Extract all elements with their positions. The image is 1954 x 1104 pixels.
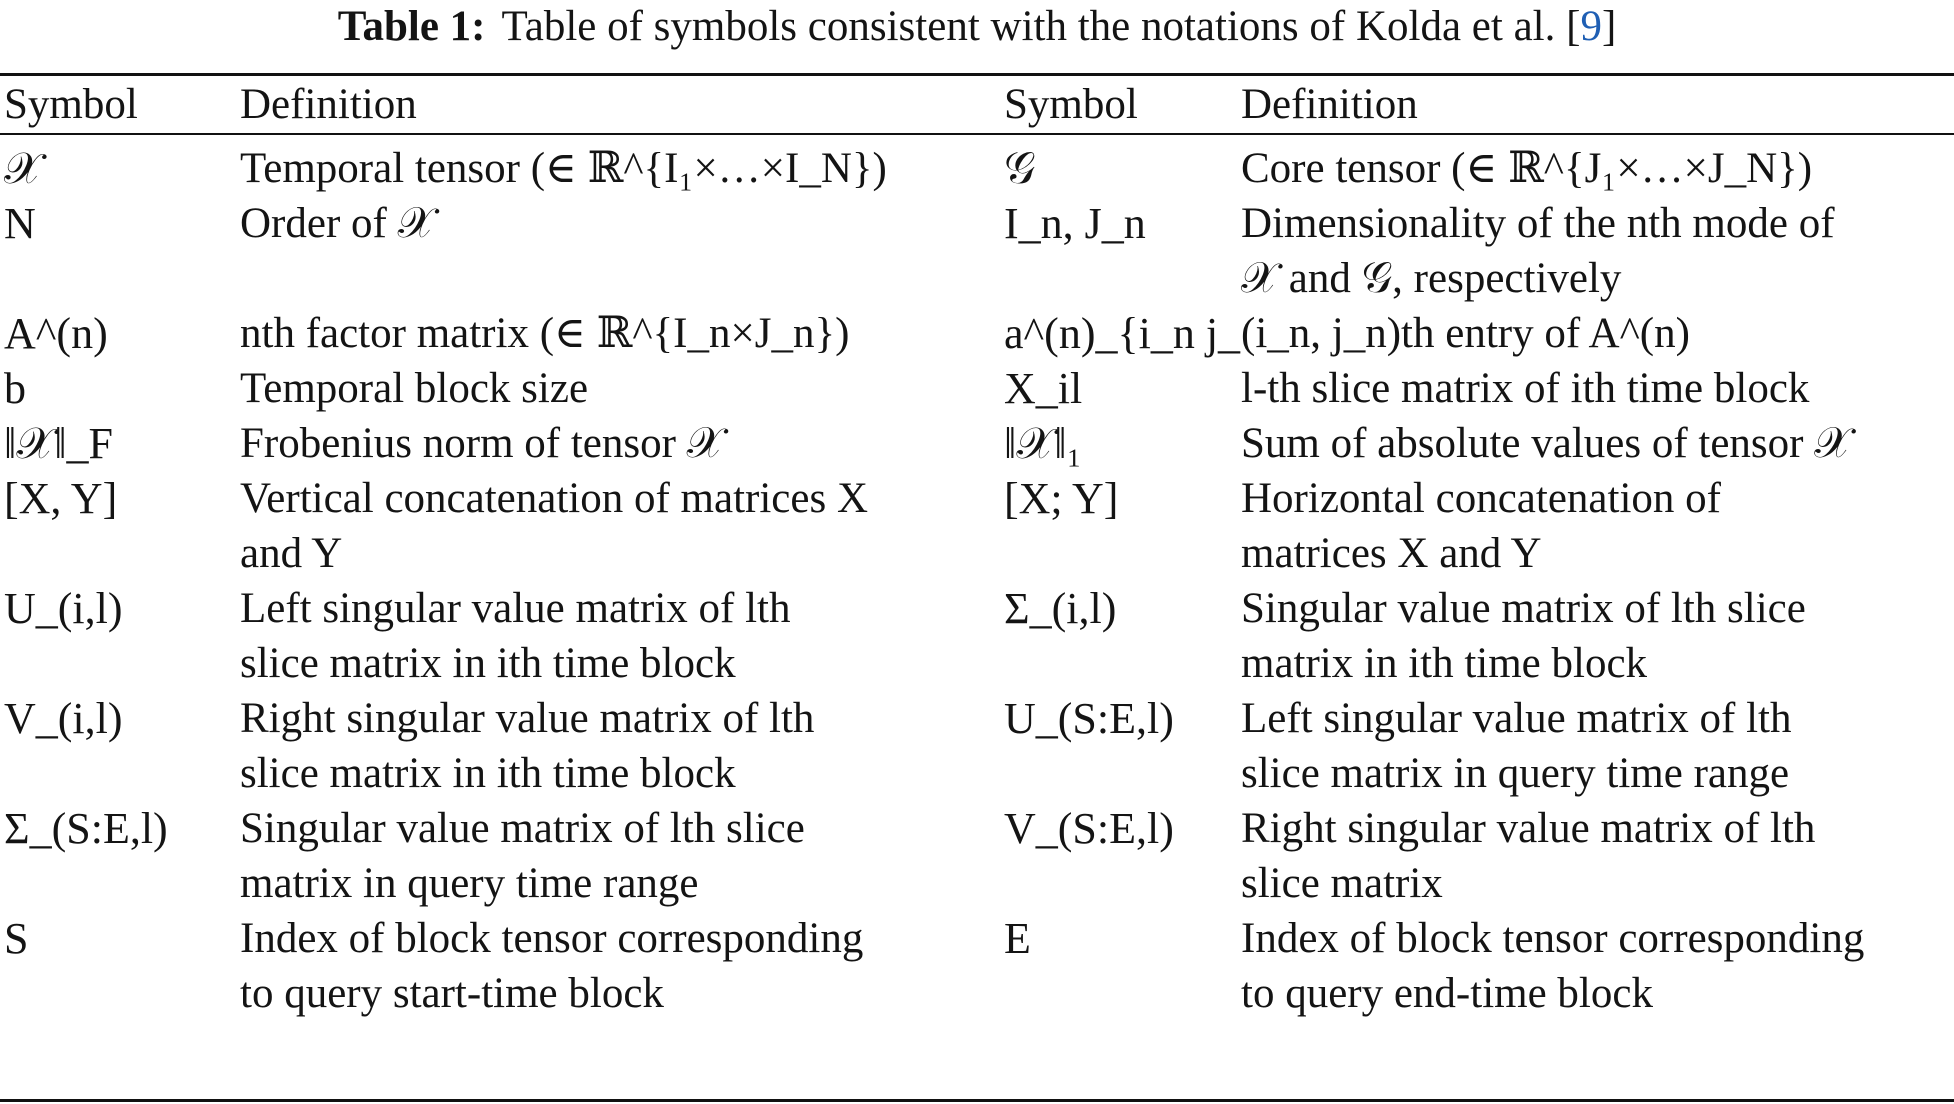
definition-cell-line: slice matrix in ith time block (240, 750, 736, 797)
table-row: b Temporal block size X_il l-th slice matri… (0, 361, 1954, 416)
symbol-cell: I_n, J_n (1004, 199, 1146, 248)
definition-cell: Right singular value matrix of lth slice … (1241, 801, 1954, 911)
symbol-cell: U_(i,l) (4, 584, 123, 633)
symbol-cell: [X, Y] (4, 474, 118, 523)
definition-cell-line: Index of block tensor corresponding (1241, 915, 1865, 962)
definition-cell: Frobenius norm of tensor 𝒳 (240, 416, 1004, 471)
definition-cell: Temporal block size (240, 361, 1004, 416)
symbol-cell: 𝒳 (4, 144, 42, 193)
header-rule (0, 133, 1954, 135)
definition-cell-line: Sum of absolute values of tensor 𝒳 (1241, 420, 1852, 467)
definition-cell-line: matrix in query time range (240, 860, 699, 907)
definition-cell: Singular value matrix of lth slice matrix… (1241, 581, 1954, 691)
definition-cell-line: Vertical concatenation of matrices X (240, 475, 868, 522)
citation-link[interactable]: 9 (1580, 2, 1602, 50)
definition-cell: Index of block tensor corresponding to qu… (240, 911, 1004, 1021)
definition-cell-line: nth factor matrix (∈ ℝ^{I_n×J_n}) (240, 310, 850, 357)
definition-cell: Core tensor (∈ ℝ^{J₁×…×J_N}) (1241, 133, 1954, 196)
symbol-cell: b (4, 364, 26, 413)
symbol-cell: N (4, 199, 36, 248)
table-caption: Table 1: Table of symbols consistent wit… (0, 0, 1954, 52)
definition-cell: Left singular value matrix of lth slice m… (240, 581, 1004, 691)
definition-cell: Index of block tensor corresponding to qu… (1241, 911, 1954, 1021)
definition-cell-line: slice matrix (1241, 860, 1443, 907)
definition-cell-line: Right singular value matrix of lth (240, 695, 815, 742)
definition-cell-line: Temporal block size (240, 365, 589, 412)
definition-cell: (i_n, j_n)th entry of A^(n) (1241, 306, 1954, 361)
table-row: V_(i,l) Right singular value matrix of lt… (0, 691, 1954, 801)
symbol-cell: [X; Y] (1004, 474, 1119, 523)
symbol-cell: 𝒢 (1004, 144, 1036, 193)
header-definition-1: Definition (240, 81, 417, 128)
table-row: Σ_(S:E,l) Singular value matrix of lth sl… (0, 801, 1954, 911)
definition-cell-line: l-th slice matrix of ith time block (1241, 365, 1810, 412)
symbol-cell: X_il (1004, 364, 1083, 413)
definition-cell-line: Dimensionality of the nth mode of (1241, 200, 1835, 247)
table-row: S Index of block tensor corresponding to q… (0, 911, 1954, 1021)
definition-cell-line: Left singular value matrix of lth (1241, 695, 1792, 742)
table-row: [X, Y] Vertical concatenation of matrices… (0, 471, 1954, 581)
definition-cell-line: Index of block tensor corresponding (240, 915, 864, 962)
definition-cell: Sum of absolute values of tensor 𝒳 (1241, 416, 1954, 471)
definition-cell-line: matrix in ith time block (1241, 640, 1648, 687)
symbol-cell: ‖𝒳‖_F (4, 419, 114, 468)
header-symbol-1: Symbol (4, 81, 138, 128)
header-definition-2: Definition (1241, 81, 1418, 128)
table-row: ‖𝒳‖_F Frobenius norm of tensor 𝒳 ‖𝒳‖₁ Sum o… (0, 416, 1954, 471)
table-row: 𝒳 Temporal tensor (∈ ℝ^{I₁×…×I_N}) 𝒢 Core t… (0, 133, 1954, 196)
table-row: N Order of 𝒳 I_n, J_n Dimensionality of the… (0, 196, 1954, 306)
definition-cell: Dimensionality of the nth mode of 𝒳 and 𝒢… (1241, 196, 1954, 306)
caption-text: Table of symbols consistent with the not… (501, 2, 1581, 50)
definition-cell-line: Singular value matrix of lth slice (240, 805, 805, 852)
header-row: Symbol Definition Symbol Definition (0, 76, 1954, 133)
symbol-cell: A^(n) (4, 309, 108, 358)
symbol-cell: Σ_(S:E,l) (4, 804, 168, 853)
definition-cell-line: to query start-time block (240, 970, 664, 1017)
definition-cell-line: and Y (240, 530, 343, 577)
definition-cell-line: Singular value matrix of lth slice (1241, 585, 1806, 632)
symbol-cell: U_(S:E,l) (1004, 694, 1174, 743)
bottom-rule (0, 1099, 1954, 1102)
definition-cell-line: slice matrix in query time range (1241, 750, 1790, 797)
symbol-cell: V_(S:E,l) (1004, 804, 1174, 853)
definition-cell: Left singular value matrix of lth slice m… (1241, 691, 1954, 801)
top-rule (0, 73, 1954, 76)
definition-cell: Horizontal concatenation of matrices X an… (1241, 471, 1954, 581)
definition-cell-line: Left singular value matrix of lth (240, 585, 791, 632)
symbol-cell: ‖𝒳‖₁ (1004, 419, 1082, 468)
definition-cell: Singular value matrix of lth slice matrix… (240, 801, 1004, 911)
definition-cell: Order of 𝒳 (240, 196, 1004, 306)
caption-label: Table 1: (337, 2, 486, 50)
symbol-cell: E (1004, 914, 1031, 963)
symbols-table: Symbol Definition Symbol Definition 𝒳 Tem… (0, 76, 1954, 1021)
definition-cell-line: matrices X and Y (1241, 530, 1542, 577)
definition-cell: l-th slice matrix of ith time block (1241, 361, 1954, 416)
definition-cell-line: Horizontal concatenation of (1241, 475, 1721, 522)
definition-cell-line: to query end-time block (1241, 970, 1653, 1017)
table-row: A^(n) nth factor matrix (∈ ℝ^{I_n×J_n}) a^… (0, 306, 1954, 361)
definition-cell: nth factor matrix (∈ ℝ^{I_n×J_n}) (240, 306, 1004, 361)
definition-cell-line: Right singular value matrix of lth (1241, 805, 1816, 852)
symbol-cell: V_(i,l) (4, 694, 123, 743)
definition-cell-line: slice matrix in ith time block (240, 640, 736, 687)
symbol-cell: Σ_(i,l) (1004, 584, 1117, 633)
definition-cell-line: Order of 𝒳 (240, 200, 435, 247)
header-symbol-2: Symbol (1004, 81, 1138, 128)
symbol-cell: S (4, 914, 29, 963)
definition-cell-line: Frobenius norm of tensor 𝒳 (240, 420, 724, 467)
definition-cell-line: (i_n, j_n)th entry of A^(n) (1241, 310, 1690, 357)
definition-cell-line: 𝒳 and 𝒢, respectively (1241, 255, 1622, 302)
definition-cell-line: Temporal tensor (∈ ℝ^{I₁×…×I_N}) (240, 145, 887, 192)
definition-cell: Right singular value matrix of lth slice … (240, 691, 1004, 801)
definition-cell: Temporal tensor (∈ ℝ^{I₁×…×I_N}) (240, 133, 1004, 196)
definition-cell-line: Core tensor (∈ ℝ^{J₁×…×J_N}) (1241, 145, 1813, 192)
table-row: U_(i,l) Left singular value matrix of lth… (0, 581, 1954, 691)
caption-close-bracket: ] (1601, 2, 1617, 50)
symbol-cell: a^(n)_{i_n j_n} (1004, 309, 1241, 358)
definition-cell: Vertical concatenation of matrices X and … (240, 471, 1004, 581)
